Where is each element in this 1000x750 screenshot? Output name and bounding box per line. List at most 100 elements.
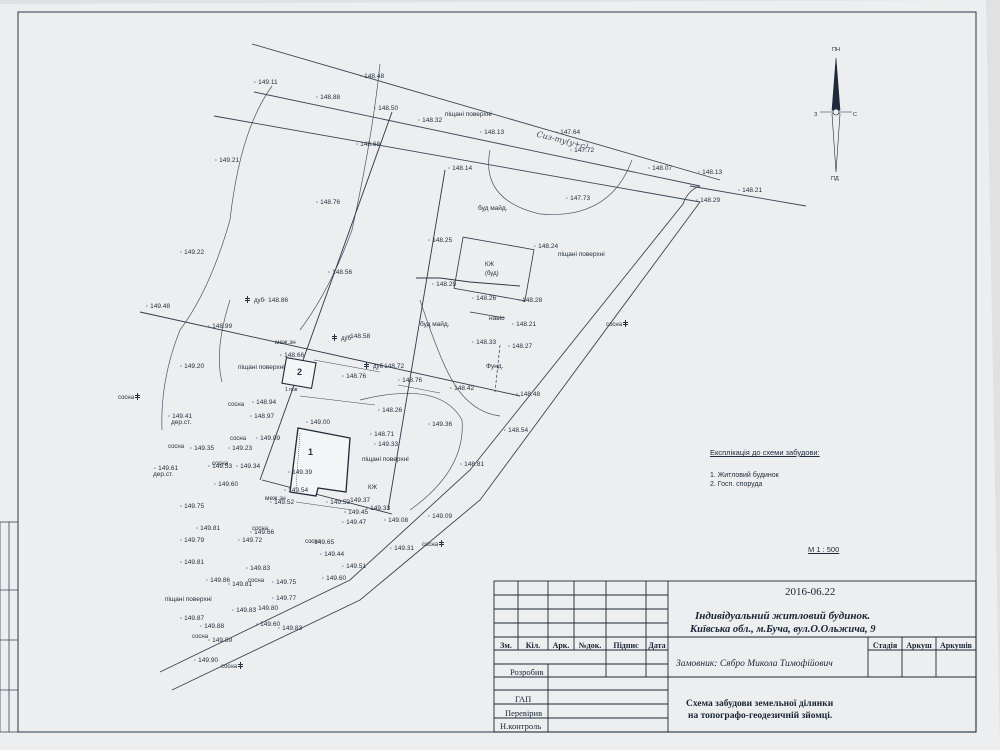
- title-block-project-line2: Київська обл., м.Буча, вул.О.Ольжича, 9: [690, 624, 876, 635]
- sheets-header: Аркушів: [939, 641, 973, 650]
- elevation-mark: 148.33: [472, 339, 496, 347]
- explication-item-1: 1. Житловий будинок: [710, 472, 779, 479]
- col-header-kil: Кіл.: [525, 641, 541, 650]
- elevation-mark: 148.27: [508, 343, 532, 351]
- tree-pine-7: сосна: [252, 526, 269, 532]
- elevation-mark: 148.99: [208, 323, 232, 331]
- role-developer: Розробив: [510, 667, 544, 677]
- elevation-mark: 147.73: [566, 195, 590, 203]
- elevation-mark: 148.66: [280, 352, 304, 360]
- left-stamp-strip: [0, 521, 19, 733]
- elevation-mark: 148.32: [418, 117, 442, 125]
- elevation-mark: 149.66: [250, 529, 274, 537]
- elevation-mark: 148.26: [472, 295, 496, 303]
- elevation-mark: 148.88: [316, 94, 340, 102]
- elevation-mark: 149.36: [428, 421, 452, 429]
- label-kzh: КЖ: [485, 262, 495, 268]
- col-header-ndok: №док.: [578, 641, 602, 650]
- elevation-mark: 149.11: [254, 79, 277, 87]
- elevation-mark: 149.20: [180, 363, 204, 371]
- title-block-grid: [493, 580, 977, 733]
- elevation-mark: 148.13: [698, 169, 722, 177]
- elevation-mark: 148.72: [380, 363, 404, 371]
- col-header-pidpys: Підпис: [613, 641, 639, 650]
- elevation-mark: 149.88: [200, 623, 224, 631]
- tree-oak-2: дуб: [332, 334, 351, 342]
- elevation-mark: 149.60: [322, 575, 346, 583]
- elevation-mark: 149.44: [320, 551, 344, 559]
- label-floor-count: 1 пов: [285, 387, 298, 393]
- elevation-mark: 149.65: [310, 539, 334, 547]
- elevation-mark: 149.37: [346, 497, 370, 505]
- col-header-data: Дата: [648, 641, 666, 650]
- tree-oak-3: дуб: [364, 362, 383, 370]
- tree-pine-9: сосна: [422, 540, 448, 548]
- tree-oak-1: дуб: [245, 296, 264, 304]
- elevation-mark: 149.34: [236, 463, 260, 471]
- elevation-mark: 149.53: [326, 499, 350, 507]
- tree-pine-10: сосна: [248, 578, 265, 584]
- explication-item-2: 2. Госп. споруда: [710, 481, 763, 488]
- elevation-mark: 149.60: [256, 621, 280, 629]
- elevation-mark: 148.68: [356, 141, 380, 149]
- elevation-mark: 148.81: [460, 461, 484, 469]
- elevation-mark: 149.22: [180, 249, 204, 257]
- drawing-title-line2: на топографо-геодезичній зйомці.: [688, 711, 833, 721]
- elevation-mark: 149.31: [390, 545, 414, 553]
- title-block-customer: Замовник: Сябро Микола Тимофійович: [676, 659, 833, 669]
- elevation-mark: 149.33: [366, 505, 390, 513]
- label-building-1: 1: [308, 447, 314, 457]
- label-boundary-bottom: меж.зн: [265, 495, 286, 502]
- label-yard-top: буд майд.: [478, 205, 508, 212]
- elevation-mark: 149.39: [288, 469, 312, 477]
- elevation-mark: 149.51: [342, 563, 366, 571]
- elevation-mark: 149.81: [196, 525, 220, 533]
- elevation-mark: 148.54: [504, 427, 528, 435]
- label-foundation: Фунд.: [486, 363, 504, 370]
- plot-boundary: [139, 111, 521, 515]
- label-kzh-building: КЖ: [368, 485, 378, 491]
- drawing-title-line1: Схема забудови земельної ділянки: [686, 699, 834, 709]
- elevation-mark: 149.21: [215, 157, 239, 165]
- tree-pine-4: сосна: [230, 436, 247, 442]
- elevation-mark: 149.00: [306, 419, 330, 427]
- elevation-mark: 149.61: [154, 465, 178, 473]
- label-building-2: 2: [297, 367, 303, 377]
- elevation-mark: 149.83: [278, 625, 302, 633]
- title-block-date: 2016-06.22: [785, 586, 836, 598]
- elevation-mark: 149.45: [344, 509, 368, 517]
- south-label: ПД: [831, 176, 839, 182]
- role-norm-control: Н.контроль: [500, 721, 542, 731]
- elevation-mark: 149.08: [384, 517, 408, 525]
- role-checker: Перевірив: [505, 708, 543, 718]
- label-poplar-2: дер.ст.: [153, 471, 174, 478]
- elevation-mark: 149.83: [232, 607, 256, 615]
- elevation-mark: 149.48: [146, 303, 170, 311]
- west-label: З: [814, 112, 818, 118]
- tree-pine-6: сосна: [212, 461, 229, 467]
- elevation-mark: 149.54: [284, 487, 308, 495]
- elevation-mark: 149.81: [180, 559, 204, 567]
- tree-pine-12: сосна: [221, 662, 247, 670]
- tree-pine-11: сосна: [192, 634, 209, 640]
- elevation-mark: 148.21: [512, 321, 536, 329]
- tree-pine-3: сосна: [228, 402, 245, 408]
- north-label: ПН: [832, 47, 840, 53]
- scale-label: М 1 : 500: [808, 545, 840, 554]
- label-sand-bottom: піщані поверхні: [165, 596, 212, 603]
- elevation-mark: 148.26: [378, 407, 402, 415]
- tree-pine-8: сосна: [305, 539, 322, 545]
- elevation-mark: 148.24: [534, 243, 558, 251]
- role-gap: ГАП: [515, 694, 532, 704]
- col-header-ark: Арк.: [552, 641, 570, 650]
- label-sand-right: піщані поверхні: [558, 251, 605, 258]
- elevation-mark: 149.89: [208, 637, 232, 645]
- stage-header: Стадія: [872, 641, 898, 650]
- tree-pine-1: сосна: [606, 320, 632, 328]
- elevation-mark: 147.64: [556, 129, 580, 137]
- elevation-mark: 149.81: [228, 581, 252, 589]
- elevation-mark: 148.58: [346, 333, 370, 341]
- elevation-mark: 149.72: [238, 537, 262, 545]
